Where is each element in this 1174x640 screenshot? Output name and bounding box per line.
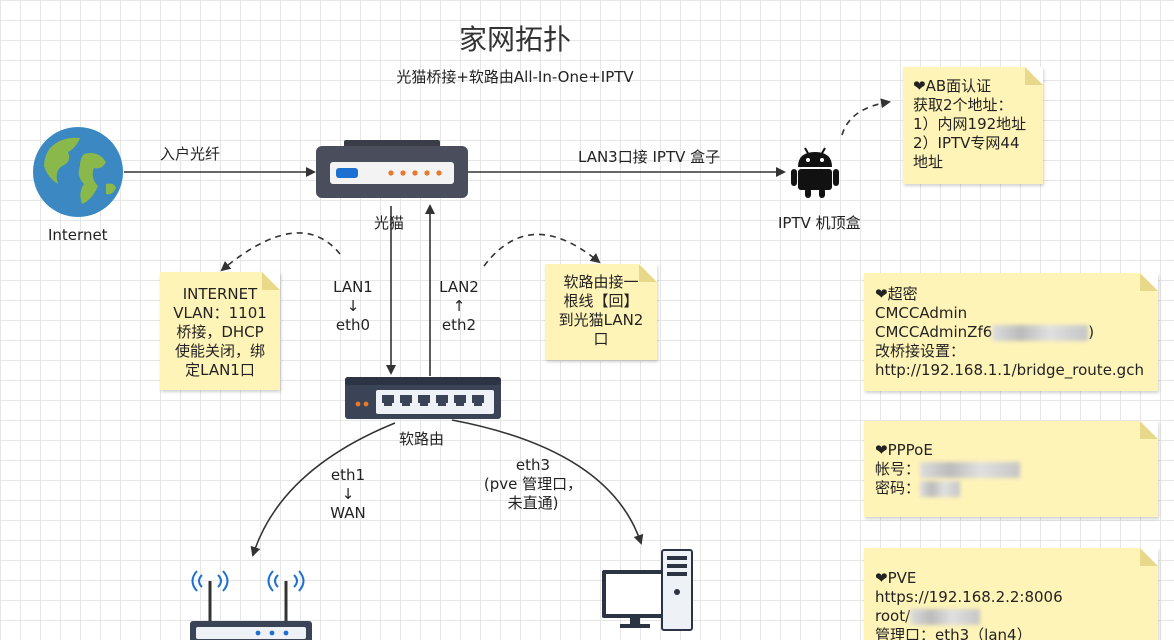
note-line: 2）IPTV专网44 xyxy=(913,134,1020,152)
note-line: ❤PVE xyxy=(875,569,917,587)
note-line: ❤AB面认证 xyxy=(913,77,992,95)
note-internet-vlan: INTERNET VLAN：1101 桥接，DHCP 使能关闭，绑 定LAN1口 xyxy=(160,272,280,390)
note-fold xyxy=(1140,548,1158,566)
computer-icon xyxy=(602,549,693,631)
pppoe-password-label: 密码： xyxy=(875,479,921,497)
note-line: 定LAN1口 xyxy=(185,361,255,379)
note-line: 根线【回】 xyxy=(563,292,639,310)
note-line: 获取2个地址： xyxy=(913,96,1013,114)
globe-icon xyxy=(33,127,123,217)
note-line: 地址 xyxy=(913,153,944,171)
note-line: 到光猫LAN2 xyxy=(558,311,644,329)
lan1-port: LAN1 xyxy=(333,278,373,296)
eth1-wan: WAN xyxy=(330,504,366,522)
lan3-label: LAN3口接 IPTV 盒子 xyxy=(578,148,721,166)
fiber-label: 入户光纤 xyxy=(160,145,221,163)
note-line: https://192.168.2.2:8006 xyxy=(875,588,1063,606)
page-title: 家网拓扑 xyxy=(458,23,571,56)
eth3-port: eth3 xyxy=(515,456,551,474)
note-line: http://192.168.1.1/bridge_route.gch xyxy=(875,361,1144,379)
edge-eth3 xyxy=(451,419,644,545)
eth1-port: eth1 xyxy=(330,466,366,484)
iptv-box-label: IPTV 机顶盒 xyxy=(778,214,861,232)
note-line: VLAN：1101 xyxy=(173,304,267,322)
redacted-blur xyxy=(992,324,1089,341)
super-password-prefix: CMCCAdminZf6 xyxy=(875,323,993,341)
note-line: 帐号： xyxy=(875,460,1148,479)
dashed-link-router xyxy=(483,233,601,267)
pppoe-account-label: 帐号： xyxy=(875,460,921,478)
lan2-label: LAN2 ↑ eth2 xyxy=(434,278,484,335)
note-line: 密码： xyxy=(875,479,1148,498)
lan2-eth2: eth2 xyxy=(441,316,477,334)
note-line: 改桥接设置： xyxy=(875,342,966,360)
note-line: ❤PPPoE xyxy=(875,441,933,459)
pve-user-label: root/ xyxy=(875,607,911,625)
redacted-blur xyxy=(910,608,981,625)
note-fold xyxy=(1140,421,1158,439)
eth3-label: eth3 (pve 管理口， 未直通) xyxy=(478,456,588,513)
page-subtitle: 光猫桥接+软路由All-In-One+IPTV xyxy=(396,68,634,86)
lan1-eth0: eth0 xyxy=(335,316,371,334)
note-line: INTERNET xyxy=(182,285,258,303)
edge-eth1 xyxy=(250,422,396,557)
redacted-blur xyxy=(920,461,1021,478)
note-line: root/ xyxy=(875,607,1148,626)
modem-label: 光猫 xyxy=(374,214,405,232)
note-line: CMCCAdmin xyxy=(875,304,968,322)
lan2-arrow: ↑ xyxy=(452,297,466,315)
soft-router-icon xyxy=(345,377,501,419)
note-fold xyxy=(1140,273,1158,291)
lan2-port: LAN2 xyxy=(439,278,479,296)
note-super-password: ❤超密 CMCCAdmin CMCCAdminZf6) 改桥接设置： http:… xyxy=(864,273,1158,391)
note-line: 使能关闭，绑 xyxy=(174,342,265,360)
note-pppoe: ❤PPPoE 帐号： 密码： xyxy=(864,421,1158,517)
eth3-desc: (pve 管理口， xyxy=(483,475,583,493)
lan1-label: LAN1 ↓ eth0 xyxy=(328,278,378,335)
super-password-tail: ) xyxy=(1088,323,1095,341)
lan1-arrow: ↓ xyxy=(346,297,360,315)
android-icon xyxy=(791,147,839,198)
note-line: 口 xyxy=(593,330,609,348)
note-line: 管理口：eth3（lan4） xyxy=(875,626,1032,640)
note-fold xyxy=(262,272,280,290)
note-fold xyxy=(639,264,657,282)
eth1-arrow: ↓ xyxy=(341,485,355,503)
wifi-router-icon xyxy=(190,570,312,640)
eth3-desc2: 未直通) xyxy=(507,494,559,512)
internet-label: Internet xyxy=(48,226,108,244)
redacted-blur xyxy=(920,480,961,497)
note-soft-router-link: 软路由接一 根线【回】 到光猫LAN2 口 xyxy=(545,264,657,360)
note-line: 软路由接一 xyxy=(563,273,639,291)
note-line: 桥接，DHCP xyxy=(176,323,264,341)
dashed-link-ab xyxy=(841,98,891,136)
dashed-link-internet xyxy=(220,232,341,272)
note-line: 1）内网192地址 xyxy=(913,115,1027,133)
note-fold xyxy=(1025,67,1043,85)
note-line: CMCCAdminZf6) xyxy=(875,323,1148,342)
note-pve: ❤PVE https://192.168.2.2:8006 root/ 管理口：… xyxy=(864,548,1158,640)
note-ab-auth: ❤AB面认证 获取2个地址： 1）内网192地址 2）IPTV专网44 地址 xyxy=(903,67,1043,184)
soft-router-label: 软路由 xyxy=(399,430,445,448)
eth1-label: eth1 ↓ WAN xyxy=(318,466,378,523)
note-line: ❤超密 xyxy=(875,285,918,303)
modem-icon xyxy=(316,140,468,198)
